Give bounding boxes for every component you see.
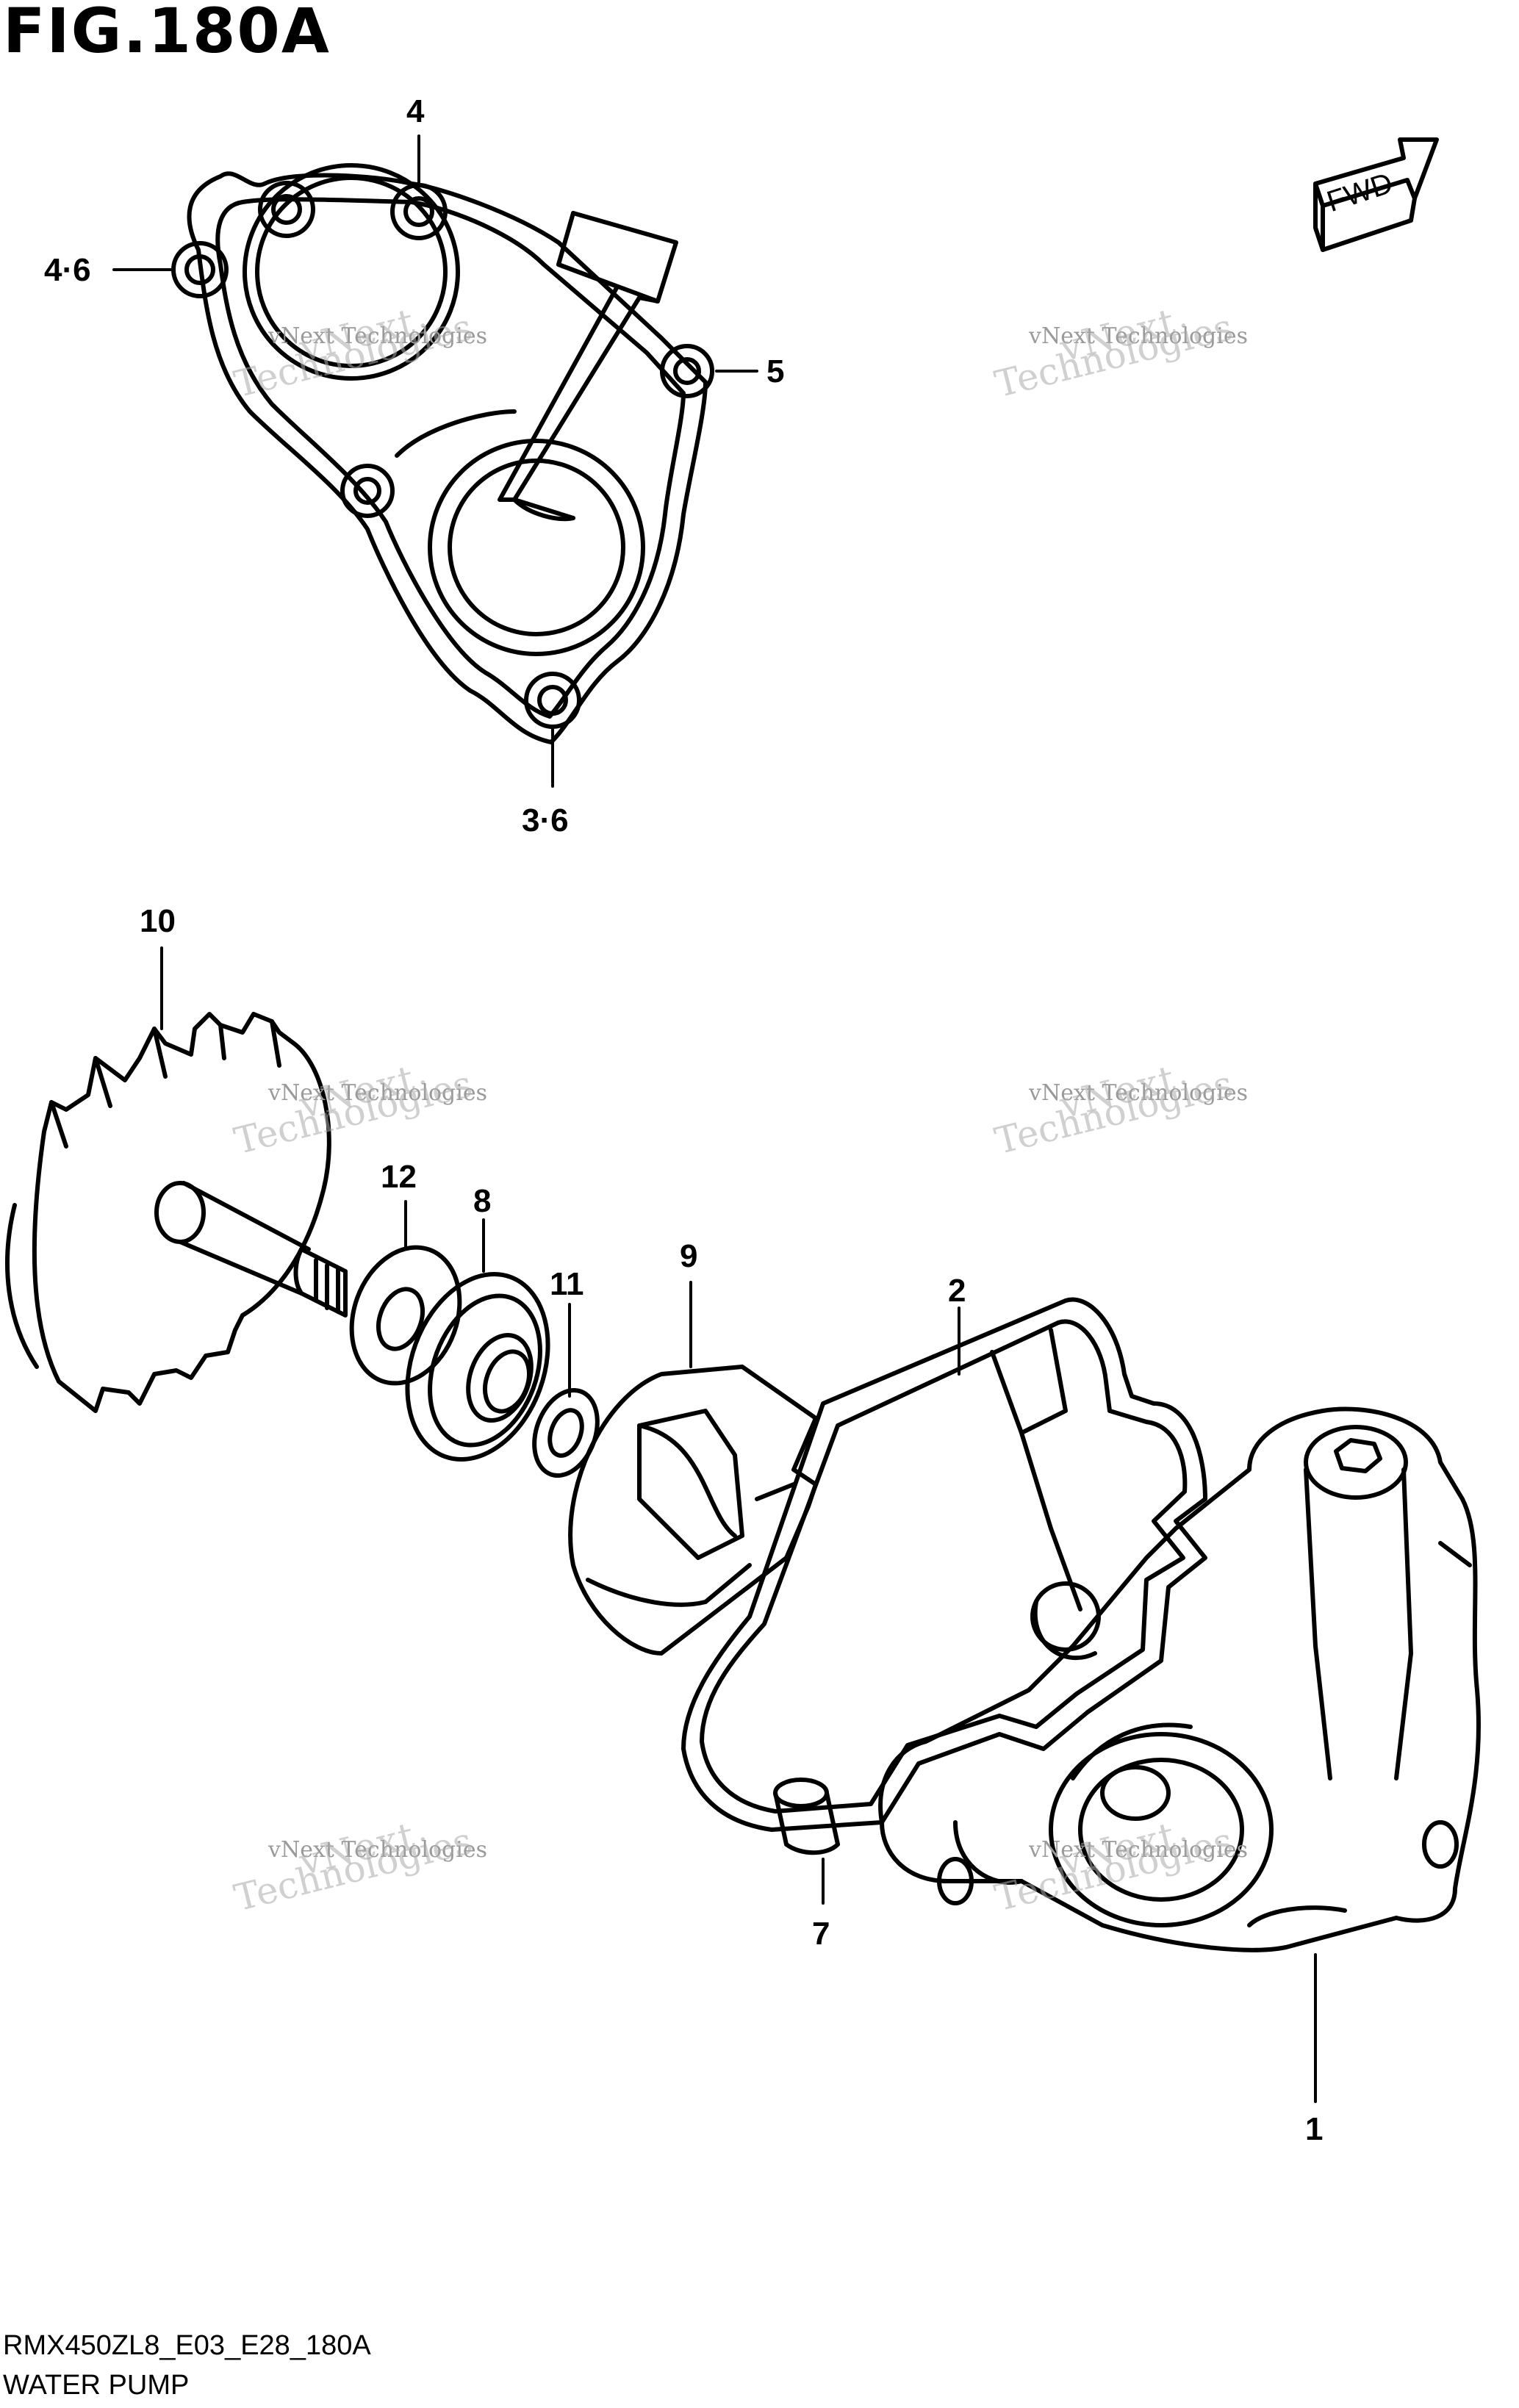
gasket xyxy=(681,1297,1207,1832)
callout-4-6: 4·6 xyxy=(44,252,91,288)
washer xyxy=(349,1245,462,1386)
pump-case xyxy=(878,1406,1481,1952)
section-name: WATER PUMP xyxy=(3,2370,190,2401)
pump-cover xyxy=(171,163,714,744)
callout-4: 4 xyxy=(406,93,425,129)
oil-seal xyxy=(568,1365,818,1656)
callout-3-6: 3·6 xyxy=(522,802,569,838)
callout-1: 1 xyxy=(1305,2111,1324,2147)
callout-10: 10 xyxy=(140,903,176,939)
impeller xyxy=(5,1012,348,1413)
mechanical-seal xyxy=(405,1272,550,1462)
callout-9: 9 xyxy=(680,1238,698,1274)
callout-2: 2 xyxy=(948,1273,966,1309)
dowel-pin xyxy=(773,1778,840,1855)
model-code: RMX450ZL8_E03_E28_180A xyxy=(3,2330,371,2361)
callout-8: 8 xyxy=(473,1183,492,1219)
callout-11: 11 xyxy=(550,1266,584,1302)
fwd-arrow-icon xyxy=(1313,137,1439,252)
callout-5: 5 xyxy=(766,353,785,389)
figure-title: FIG.180A xyxy=(3,0,331,67)
callout-12: 12 xyxy=(381,1159,417,1195)
leader-lines xyxy=(112,134,1317,2103)
callout-7: 7 xyxy=(812,1916,830,1952)
